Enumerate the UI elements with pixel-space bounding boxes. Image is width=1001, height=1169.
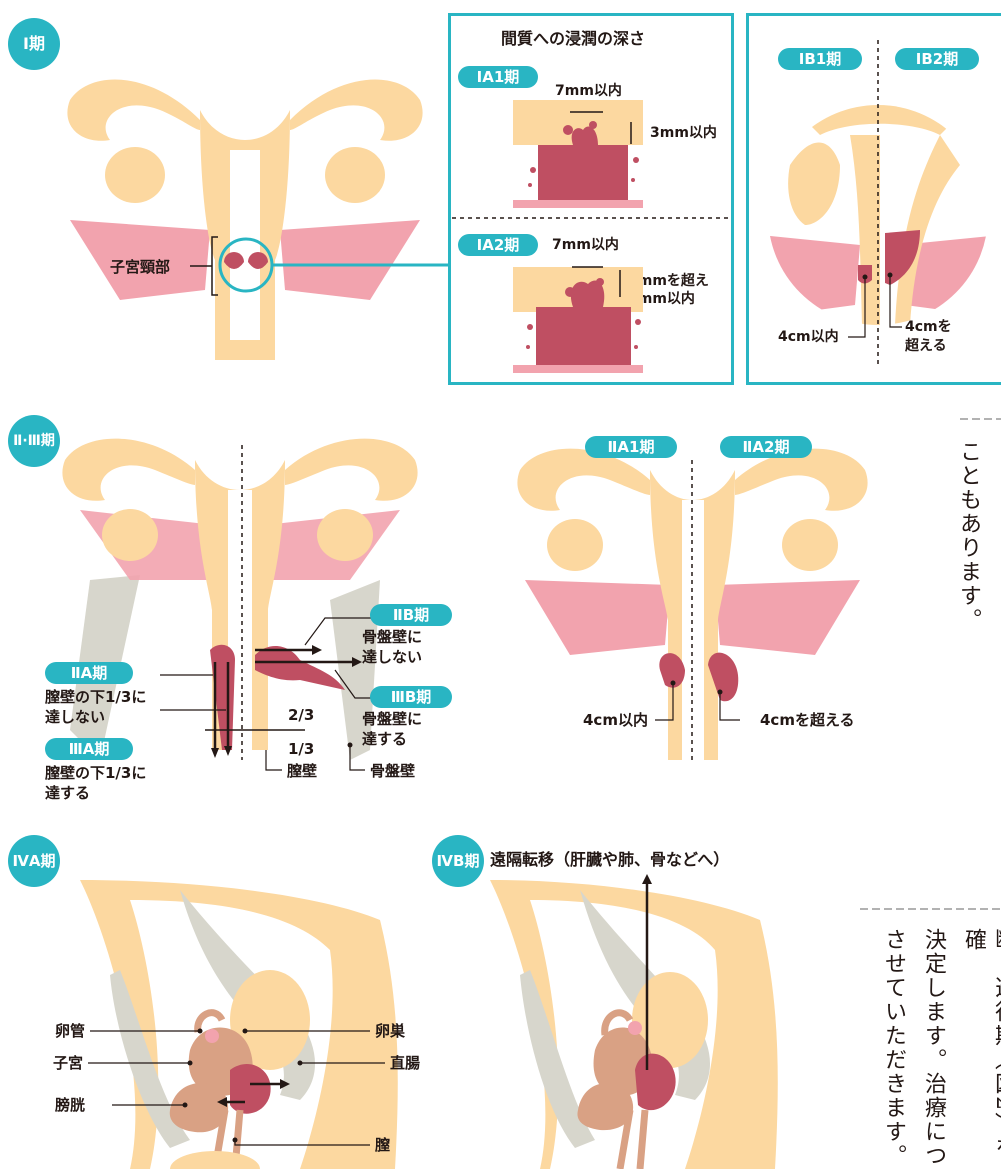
side-text-lower-col1: 断・進行期（図2）を確: [958, 928, 1001, 1169]
iia1-badge: ⅡA1期: [585, 436, 677, 458]
ovary-label: 卵巣: [375, 1022, 405, 1040]
pelvic-wall-label: 骨盤壁: [370, 762, 415, 780]
ivb-badge: ⅣB期: [432, 835, 484, 887]
iiib-badge: ⅢB期: [370, 686, 452, 708]
vaginal-wall-label: 膣壁: [287, 762, 317, 780]
cervix-label: 子宮頸部: [110, 258, 170, 276]
side-dash-upper: [960, 418, 1001, 420]
stage1-uterus-diagram: [0, 0, 440, 380]
ib2-badge: ⅠB2期: [895, 48, 979, 70]
ib2-note-a: 4cmを: [905, 318, 952, 336]
vagina-label: 膣: [375, 1136, 390, 1154]
ia1-width-label: 7mm以内: [555, 82, 622, 100]
iiia-desc-1: 膣壁の下1/3に: [45, 764, 146, 782]
iia-desc-1: 膣壁の下1/3に: [45, 688, 146, 706]
fallopian-label: 卵管: [55, 1022, 85, 1040]
box1-divider: [452, 217, 730, 219]
two-thirds-label: 2/3: [288, 706, 314, 724]
uterus-label: 子宮: [53, 1054, 83, 1072]
side-text-lower-col3: させていただきます。: [878, 928, 908, 1168]
side-text-lower-col2: 決定します。治療につ: [918, 928, 948, 1168]
ia2-badge: ⅠA2期: [458, 234, 538, 256]
bladder-label: 膀胱: [55, 1096, 85, 1114]
invasion-depth-title: 間質への浸潤の深さ: [501, 30, 645, 48]
ia2-width-label: 7mm以内: [552, 236, 619, 254]
iia1-note: 4cm以内: [583, 711, 648, 729]
iiia-badge: ⅢA期: [45, 738, 133, 760]
iib-desc-1: 骨盤壁に: [362, 628, 422, 646]
side-text-upper: こともあります。: [953, 440, 983, 632]
side-dash-lower: [860, 908, 1001, 910]
rectum-label: 直腸: [390, 1054, 420, 1072]
iia-desc-2: 達しない: [45, 708, 105, 726]
ia1-badge: ⅠA1期: [458, 66, 538, 88]
ib1-note: 4cm以内: [778, 328, 839, 346]
iib-desc-2: 達しない: [362, 648, 422, 666]
iib-badge: ⅡB期: [370, 604, 452, 626]
ivb-title: 遠隔転移（肝臓や肺、骨などへ）: [490, 851, 729, 869]
iia2-badge: ⅡA2期: [720, 436, 812, 458]
ib2-note-b: 超える: [905, 337, 947, 355]
iiib-desc-2: 達する: [362, 730, 407, 748]
ia2-diagram: [448, 262, 734, 378]
one-third-label: 1/3: [288, 740, 314, 758]
iia2-note: 4cmを超える: [760, 711, 855, 729]
iia-badge: ⅡA期: [45, 662, 133, 684]
iiia-desc-2: 達する: [45, 784, 90, 802]
ivb-sagittal-diagram: [490, 870, 850, 1169]
iiib-desc-1: 骨盤壁に: [362, 710, 422, 728]
ib1-badge: ⅠB1期: [778, 48, 862, 70]
ia1-diagram: [448, 100, 734, 210]
